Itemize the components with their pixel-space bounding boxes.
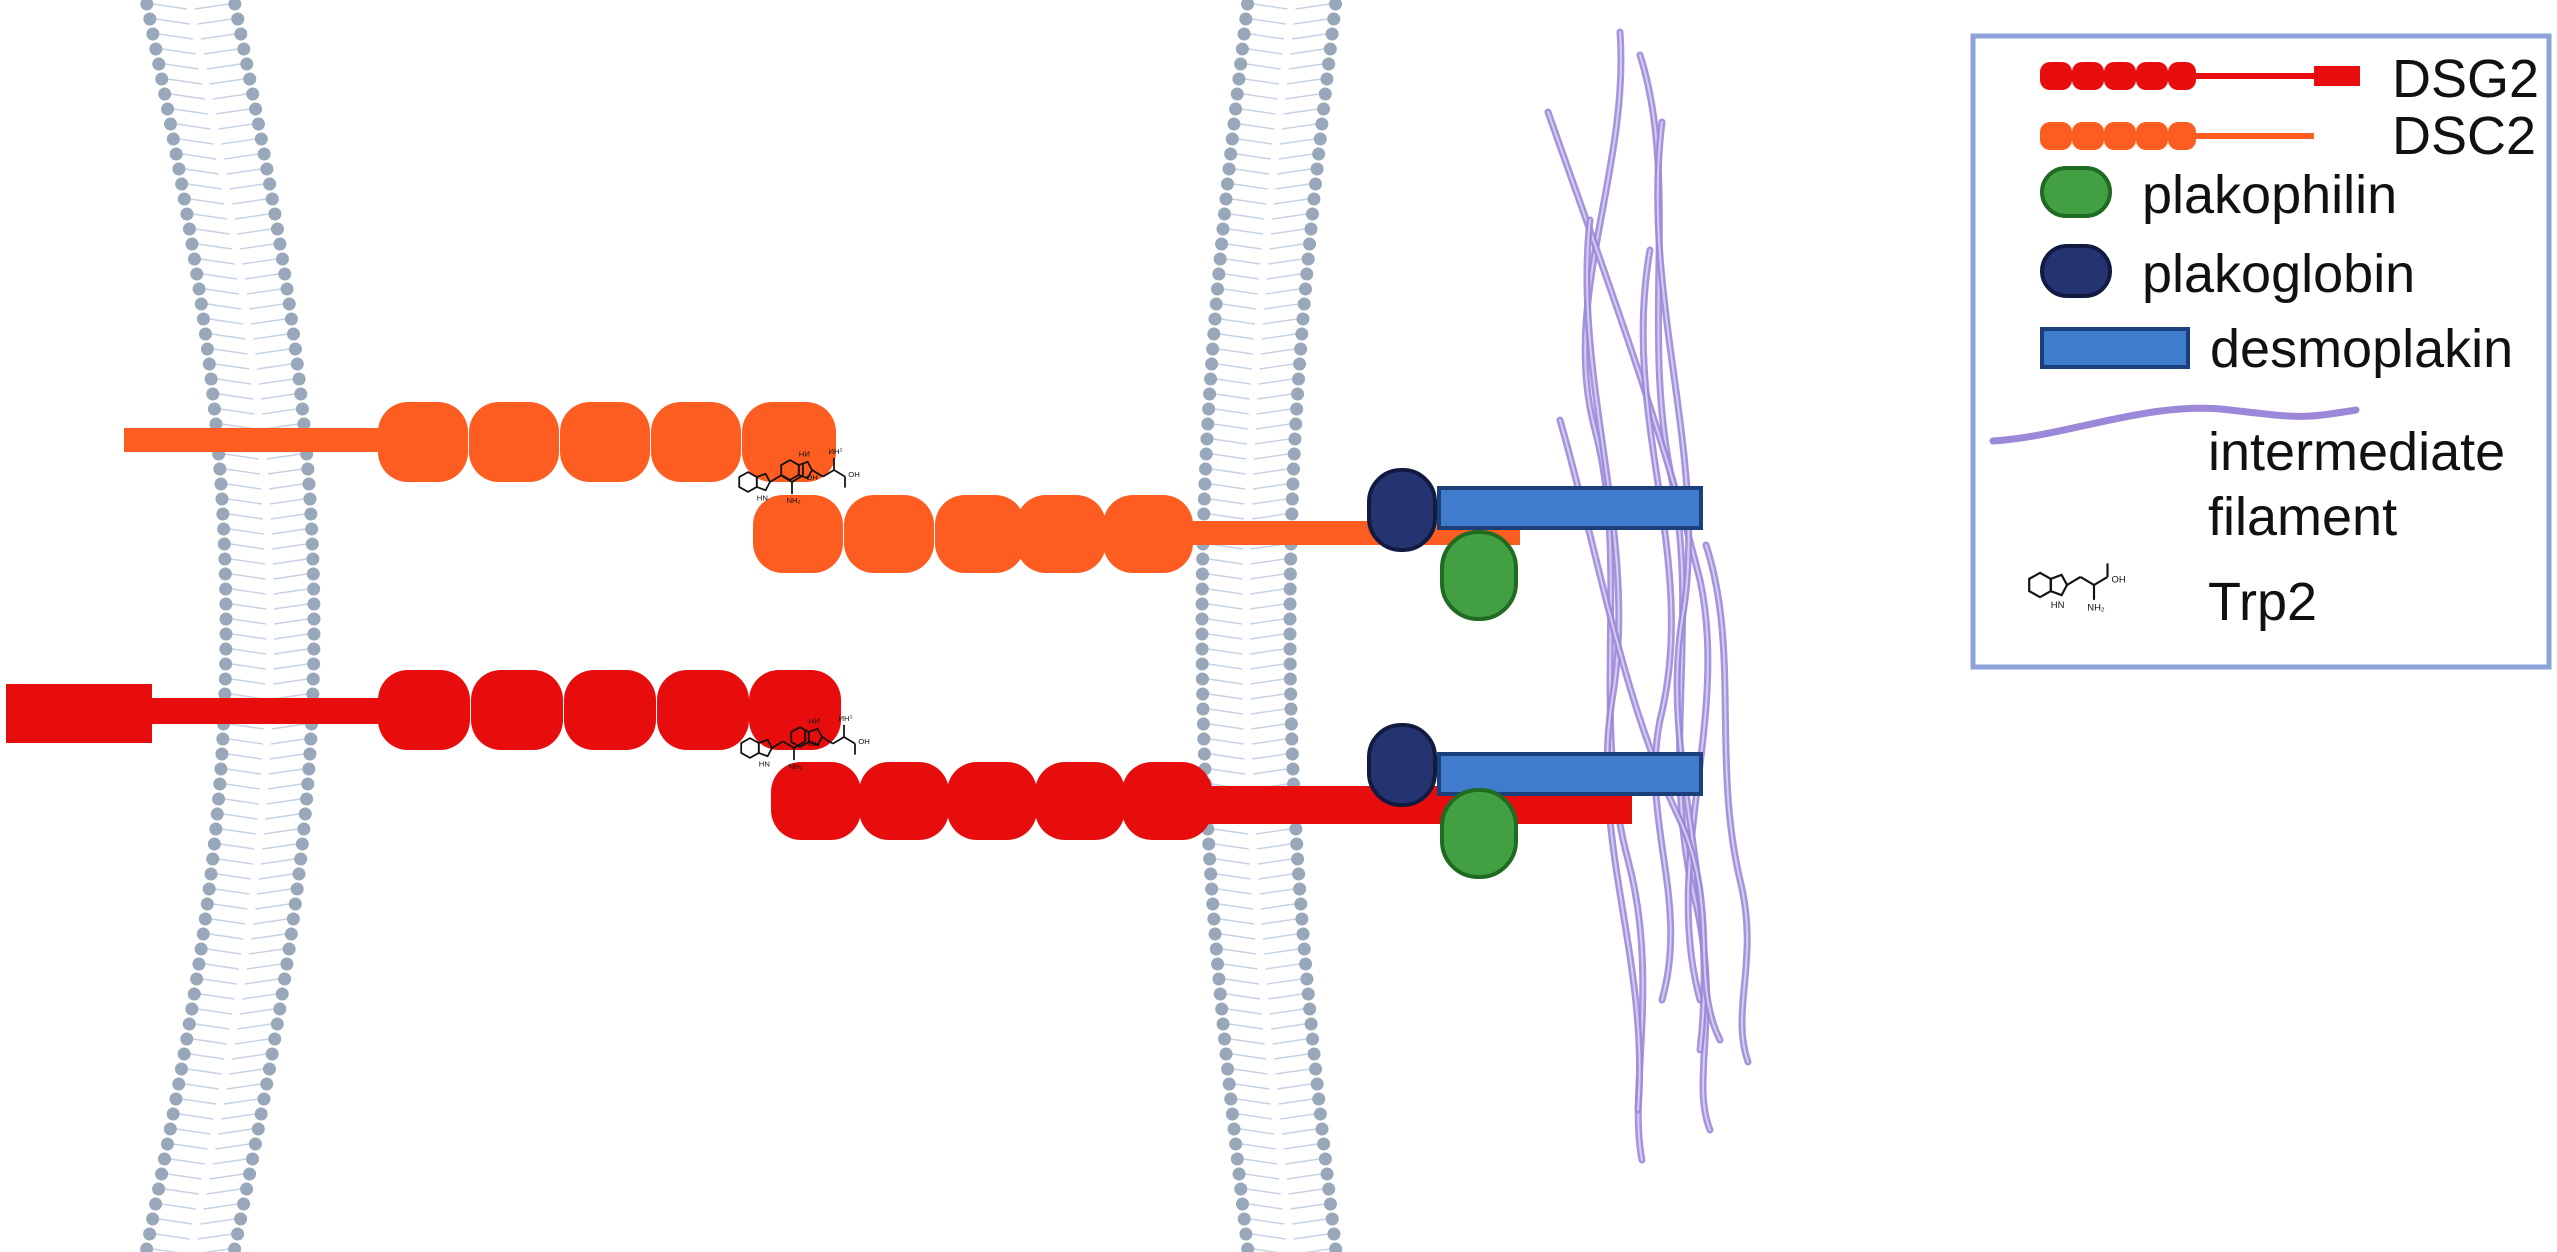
plakoglobin-upper — [1367, 468, 1437, 552]
dsc2-right-ec1 — [753, 495, 843, 573]
dsg2-right-ec2 — [859, 762, 949, 840]
intermediate-filament-glyph — [1989, 404, 2360, 445]
dsc2-left-cell — [124, 402, 836, 482]
legend: DSG2 DSC2 plakophilin plakoglobin desmop… — [1970, 33, 2552, 670]
plakoglobin-glyph — [2040, 244, 2112, 298]
dsg2-left-ec2 — [471, 670, 563, 750]
dsg2-left-cell — [6, 670, 841, 750]
dsg2-left-ec3 — [564, 670, 656, 750]
plakoglobin-lower — [1367, 723, 1437, 807]
plakophilin-glyph — [2040, 166, 2112, 218]
dsg2-left-tail — [150, 698, 390, 724]
legend-label-plakoglobin: plakoglobin — [2142, 244, 2415, 304]
dsg2-glyph — [2040, 62, 2360, 90]
dsg2-right-ec4 — [1035, 762, 1125, 840]
plaque-upper — [1367, 468, 1703, 621]
dsc2-left-ec5 — [742, 402, 836, 482]
dsg2-right-ec3 — [947, 762, 1037, 840]
dsc2-left-tail — [124, 428, 384, 452]
legend-label-filament: filament — [2208, 487, 2397, 547]
membrane-right — [1195, 0, 1343, 1252]
dsg2-right-cell — [771, 762, 1632, 840]
dsc2-left-ec4 — [651, 402, 741, 482]
dsg2-left-ec5 — [749, 670, 841, 750]
dsc2-left-ec1 — [378, 402, 468, 482]
plaque-lower — [1367, 723, 1703, 879]
legend-label-dsc2: DSC2 — [2392, 106, 2536, 166]
desmoplakin-upper — [1437, 486, 1703, 530]
legend-label-desmoplakin: desmoplakin — [2210, 319, 2513, 379]
dsg2-left-anchor — [6, 684, 152, 743]
legend-label-dsg2: DSG2 — [2392, 49, 2539, 109]
desmoplakin-glyph — [2040, 327, 2190, 369]
dsc2-left-ec3 — [560, 402, 650, 482]
legend-label-plakophilin: plakophilin — [2142, 165, 2397, 225]
desmoplakin-lower — [1437, 752, 1703, 796]
membrane-left — [140, 0, 321, 1252]
dsg2-left-ec1 — [378, 670, 470, 750]
legend-label-intermediate: intermediate — [2208, 422, 2505, 482]
dsg2-right-ec5 — [1122, 762, 1212, 840]
legend-label-trp2: Trp2 — [2208, 572, 2317, 632]
dsg2-right-ec1 — [771, 762, 861, 840]
dsc2-right-ec3 — [935, 495, 1025, 573]
intermediate-filaments — [1544, 28, 1752, 1164]
plakophilin-upper — [1440, 530, 1518, 621]
dsc2-right-ec5 — [1103, 495, 1193, 573]
dsc2-left-ec2 — [469, 402, 559, 482]
dsc2-right-ec4 — [1016, 495, 1106, 573]
dsg2-left-ec4 — [657, 670, 749, 750]
dsc2-glyph — [2040, 122, 2314, 150]
dsc2-right-ec2 — [844, 495, 934, 573]
plakophilin-lower — [1440, 788, 1518, 879]
